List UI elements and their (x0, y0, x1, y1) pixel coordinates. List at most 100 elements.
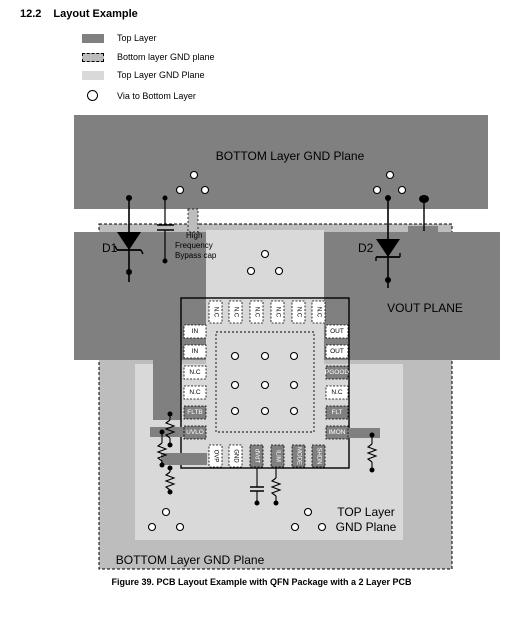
ic-pin-left-3: N.C (183, 385, 207, 400)
ic-pin-top-2: N.C (249, 300, 264, 324)
ic-pin-label: IN (192, 348, 199, 355)
via-icon (397, 185, 407, 195)
ic-pin-label: N.C (275, 307, 281, 318)
ic-pin-label: OUT (330, 328, 344, 335)
via-icon (87, 90, 98, 101)
ic-pin-label: N.C (233, 307, 239, 318)
via-icon (200, 185, 210, 195)
via-group (147, 170, 407, 532)
bottom-plane-top-label: BOTTOM Layer GND Plane (216, 149, 365, 163)
ic-pin-label: OVP (213, 450, 219, 463)
ic-pin-right-4: FLT (325, 405, 349, 420)
ic-pin-bottom-5: SHDN (311, 444, 326, 468)
ic-pin-bottom-3: ILIM (270, 444, 285, 468)
legend-swatch-top-layer (82, 34, 104, 43)
vin-stub-trace (153, 360, 181, 420)
section-title: Layout Example (53, 8, 138, 20)
ic-pin-label: UVLO (186, 429, 204, 436)
via-icon (260, 380, 270, 390)
ic-pin-left-4: FLTB (183, 405, 207, 420)
ic-pin-bottom-2: dVdT (249, 444, 264, 468)
via-icon (260, 249, 270, 259)
d1-diode-icon (114, 195, 144, 282)
ic-pin-label: N.C (189, 389, 201, 396)
vout-plane-label: VOUT PLANE (387, 301, 463, 315)
via-icon (161, 507, 171, 517)
via-icon (230, 351, 240, 361)
ic-pin-top-4: N.C (291, 300, 306, 324)
via-icon (289, 380, 299, 390)
imon-resistor-icon (366, 432, 378, 473)
ic-pin-left-5: UVLO (183, 425, 207, 440)
bypass-cap-label-line2: Frequency (175, 241, 213, 250)
uvlo-trace (150, 427, 184, 437)
ic-pin-label: GND (233, 449, 239, 463)
ic-pin-left-0: IN (183, 324, 207, 339)
via-icon (175, 185, 185, 195)
via-icon (175, 522, 185, 532)
ic-pin-label: SHDN (316, 447, 322, 464)
figure-caption: Figure 39. PCB Layout Example with QFN P… (111, 577, 412, 587)
ic-pin-label: MODE (296, 447, 302, 465)
via-icon (274, 266, 284, 276)
bypass-cap-label-line3: Bypass cap (175, 251, 217, 260)
ic-pin-label: dVdT (254, 449, 260, 464)
ic-pin-label: N.C (296, 307, 302, 318)
legend-swatch-bottom-gnd (82, 53, 104, 62)
ic-pin-label: N.C (213, 307, 219, 318)
ic-pins: N.C N.C N.C N.C N.C N.C IN IN N.C N.C FLTB UVLO OUT O… (183, 300, 350, 468)
ic-pin-right-3: N.C (325, 385, 349, 400)
via-icon (147, 522, 157, 532)
ic-pin-top-1: N.C (228, 300, 243, 324)
via-icon (230, 406, 240, 416)
via-icon (246, 266, 256, 276)
bypass-capacitor-icon (157, 195, 174, 264)
via-icon (372, 185, 382, 195)
via-icon (230, 380, 240, 390)
bypass-cap-label-line1: High (186, 231, 202, 240)
ic-pin-label: N.C (331, 389, 343, 396)
section-number: 12.2 (20, 8, 42, 20)
via-icon (260, 406, 270, 416)
dvdt-capacitor-icon (250, 468, 264, 506)
top-gnd-plane-label-line2: GND Plane (336, 520, 397, 534)
bottom-plane-bottom-label: BOTTOM Layer GND Plane (116, 553, 265, 567)
d2-trace (408, 226, 438, 234)
via-icon (260, 351, 270, 361)
via-icon (385, 170, 395, 180)
resistor-divider-nodes (159, 411, 173, 495)
ic-pin-left-1: IN (183, 344, 207, 359)
vin-plane (74, 232, 206, 360)
bypass-via-strip (187, 208, 199, 233)
ic-pin-right-2: PGOOD (325, 365, 350, 380)
qfn-package-outline (180, 297, 350, 469)
ic-pin-label: N.C (189, 369, 201, 376)
d2-diode-icon (375, 195, 429, 288)
via-icon (290, 522, 300, 532)
ic-pin-label: ILIM (275, 450, 281, 462)
thermal-pad (215, 331, 315, 433)
ic-pin-left-2: N.C (183, 365, 207, 380)
top-layer-gnd-band (74, 115, 488, 209)
via-icon (289, 351, 299, 361)
via-icon (303, 507, 313, 517)
ic-pin-label: IMON (329, 429, 346, 436)
ic-pin-right-0: OUT (325, 324, 349, 339)
ic-pin-top-3: N.C (270, 300, 285, 324)
ic-pin-label: FLT (331, 409, 342, 416)
ic-pin-label: N.C (254, 307, 260, 318)
ic-pin-label: FLTB (187, 409, 202, 416)
ic-pin-bottom-0: OVP (208, 444, 223, 468)
via-icon (289, 406, 299, 416)
ic-pin-label: IN (192, 328, 199, 335)
vout-plane (324, 232, 500, 360)
imon-trace (346, 428, 380, 438)
ic-pin-bottom-4: MODE (291, 444, 306, 468)
d1-label: D1 (102, 241, 118, 255)
legend-label-bottom-gnd: Bottom layer GND plane (117, 52, 215, 62)
section-heading: 12.2 Layout Example (20, 8, 138, 20)
ic-pin-bottom-1: GND (228, 444, 243, 468)
ic-pin-label: PGOOD (325, 369, 350, 376)
via-icon (189, 170, 199, 180)
